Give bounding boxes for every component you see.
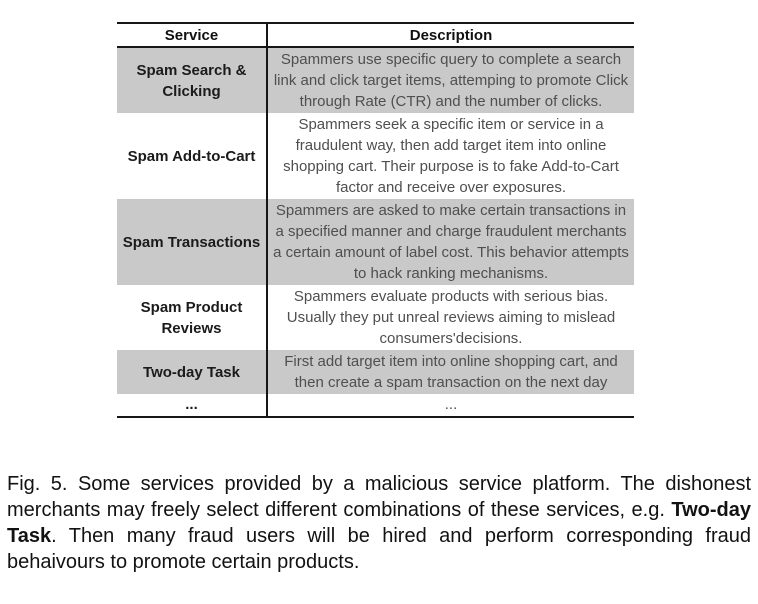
service-cell: Two-day Task xyxy=(117,350,268,394)
service-cell: Spam Search & Clicking xyxy=(117,47,268,113)
service-cell: Spam Product Reviews xyxy=(117,285,268,350)
caption-text-before: Fig. 5. Some services provided by a mali… xyxy=(7,473,751,521)
service-cell: ... xyxy=(117,394,268,417)
description-column-header: Description xyxy=(267,23,634,48)
table-row-ellipsis: ... ... xyxy=(117,394,634,417)
table-row-spam-transactions: Spam Transactions Spammers are asked to … xyxy=(117,199,634,285)
table-row-spam-product-reviews: Spam Product Reviews Spammers evaluate p… xyxy=(117,285,634,350)
caption-text-after: . Then many fraud users will be hired an… xyxy=(7,525,751,573)
table-row-two-day-task: Two-day Task First add target item into … xyxy=(117,350,634,394)
service-cell: Spam Transactions xyxy=(117,199,268,285)
description-cell: ... xyxy=(267,394,634,417)
description-cell: Spammers are asked to make certain trans… xyxy=(267,199,634,285)
services-table: Service Description Spam Search & Clicki… xyxy=(117,22,634,418)
table-row-spam-add-to-cart: Spam Add-to-Cart Spammers seek a specifi… xyxy=(117,113,634,199)
service-column-header: Service xyxy=(117,23,268,48)
table-row-spam-search-clicking: Spam Search & Clicking Spammers use spec… xyxy=(117,47,634,113)
description-cell: First add target item into online shoppi… xyxy=(267,350,634,394)
description-cell: Spammers seek a specific item or service… xyxy=(267,113,634,199)
description-cell: Spammers evaluate products with serious … xyxy=(267,285,634,350)
figure-caption: Fig. 5. Some services provided by a mali… xyxy=(7,471,751,575)
caption-bold-term: Two-day Task xyxy=(7,499,751,547)
table-header-row: Service Description xyxy=(117,23,634,48)
description-cell: Spammers use specific query to complete … xyxy=(267,47,634,113)
service-cell: Spam Add-to-Cart xyxy=(117,113,268,199)
